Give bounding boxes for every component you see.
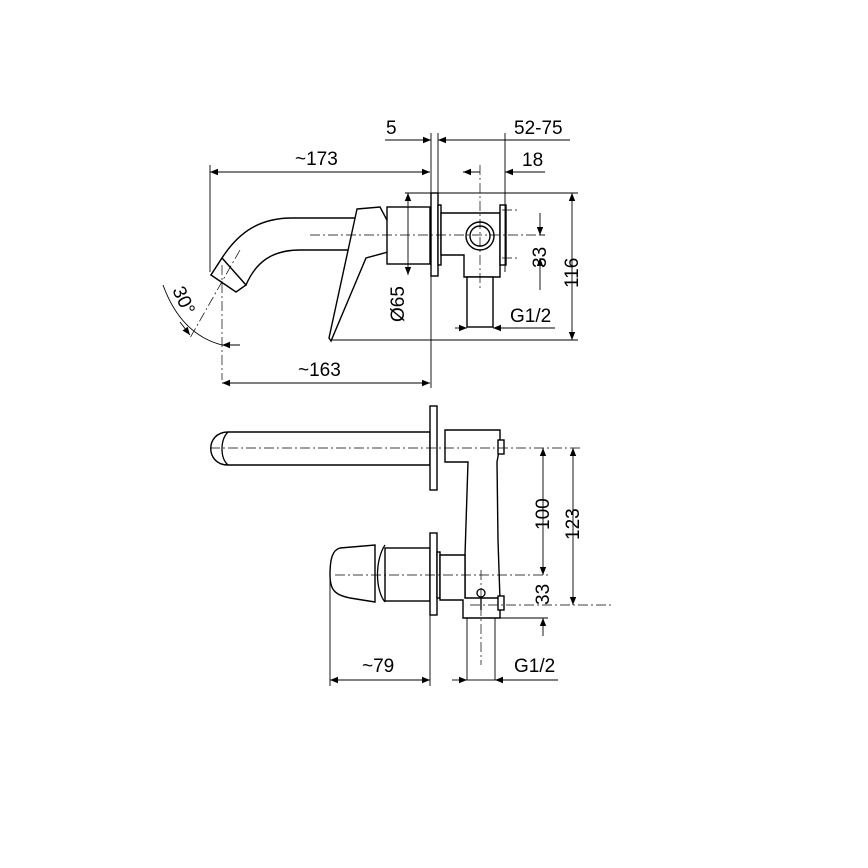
label-100: 100 xyxy=(533,498,554,530)
label-g12-top: G1/2 xyxy=(510,306,551,327)
body-cylinder xyxy=(386,206,431,265)
plug-upper xyxy=(497,439,505,455)
lower-inlet-pipe xyxy=(466,617,496,681)
label-79: ~79 xyxy=(362,656,394,677)
label-33: 33 xyxy=(530,247,551,268)
centerline xyxy=(189,249,241,339)
label-30-degrees: 30° xyxy=(167,283,198,318)
label-g12-bottom: G1/2 xyxy=(514,656,555,677)
angle-arrow xyxy=(179,321,191,336)
label-18: 18 xyxy=(522,150,543,171)
label-123: 123 xyxy=(563,508,584,540)
label-163: ~163 xyxy=(298,360,341,381)
label-33-bottom: 33 xyxy=(533,584,554,605)
handle-cap xyxy=(329,544,376,603)
label-5: 5 xyxy=(386,118,397,139)
label-173: ~173 xyxy=(295,149,338,170)
spout-tip xyxy=(221,431,229,466)
angle-arc xyxy=(162,284,223,346)
plug-lower xyxy=(497,595,505,611)
label-diameter-65: Ø65 xyxy=(388,286,409,322)
lever-handle xyxy=(328,206,389,343)
handle-sleeve xyxy=(384,547,431,602)
lower-wall-plate xyxy=(429,532,438,616)
label-116: 116 xyxy=(562,258,583,288)
inlet-pipe xyxy=(466,276,494,328)
label-52-75: 52-75 xyxy=(514,118,563,139)
aerator xyxy=(210,256,248,293)
bottom-view: 100 123 33 ~79 G1/2 xyxy=(210,405,612,686)
handle-edge xyxy=(376,544,386,603)
spout-side xyxy=(210,431,431,466)
top-view: ~173 5 52-75 18 116 33 Ø65 G1/2 ~163 30° xyxy=(162,118,583,388)
wall-plate xyxy=(430,192,439,277)
